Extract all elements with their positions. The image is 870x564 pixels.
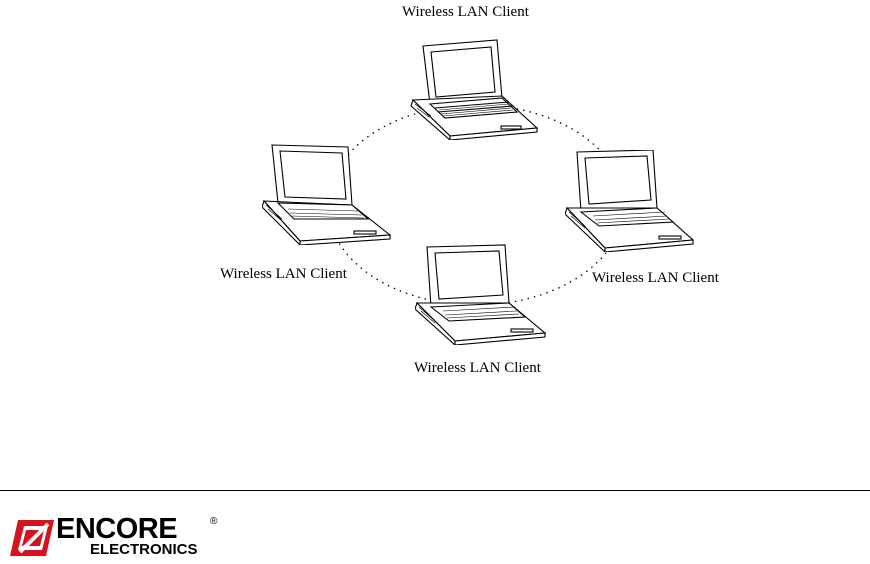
laptop-icon bbox=[565, 150, 700, 252]
footer-divider bbox=[0, 490, 870, 491]
laptop-icon bbox=[262, 143, 397, 245]
laptop-icon bbox=[405, 38, 540, 140]
node-label-bottom: Wireless LAN Client bbox=[414, 360, 541, 377]
node-label-right: Wireless LAN Client bbox=[592, 270, 719, 287]
encore-logo: ENCORE ELECTRONICS ® bbox=[10, 514, 225, 560]
brand-subtitle: ELECTRONICS bbox=[90, 542, 198, 558]
node-label-top: Wireless LAN Client bbox=[402, 4, 529, 21]
ad-hoc-network-diagram: Wireless LAN Client Wireless LAN Client bbox=[0, 0, 870, 470]
node-label-left: Wireless LAN Client bbox=[220, 266, 347, 283]
brand-name: ENCORE bbox=[56, 514, 177, 544]
encore-logo-mark-icon bbox=[10, 518, 54, 558]
laptop-icon bbox=[415, 243, 550, 345]
registered-mark: ® bbox=[210, 516, 217, 527]
